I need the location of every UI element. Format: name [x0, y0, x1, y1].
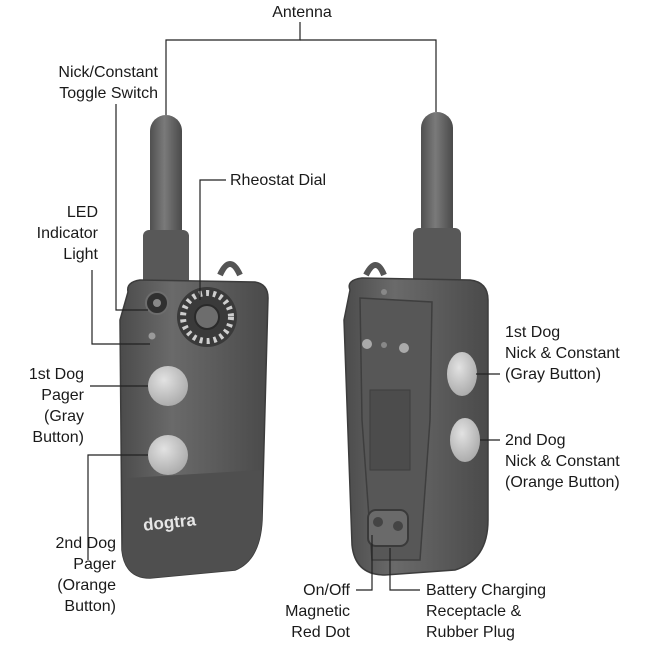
label-onoff-dot: On/Off Magnetic Red Dot	[285, 582, 350, 641]
leader-lines	[87, 22, 500, 591]
label-battery-receptacle: Battery Charging Receptacle & Rubber Plu…	[426, 582, 547, 641]
dog1-nick-button[interactable]	[447, 352, 477, 396]
dog2-nick-button[interactable]	[450, 418, 480, 462]
label-dog1-pager: 1st Dog Pager (Gray Button)	[28, 366, 84, 446]
label-led-indicator: LED Indicator Light	[36, 204, 98, 263]
dog1-pager-button[interactable]	[148, 366, 188, 406]
label-dog2-nick: 2nd Dog Nick & Constant (Orange Button)	[505, 432, 620, 491]
label-dog2-pager: 2nd Dog Pager (Orange Button)	[55, 535, 117, 615]
transmitter-front: dogtra	[119, 115, 269, 579]
led-indicator	[148, 332, 156, 340]
transmitter-back	[343, 112, 489, 576]
label-antenna: Antenna	[272, 4, 332, 21]
label-toggle-switch: Nick/Constant Toggle Switch	[58, 64, 158, 102]
dog2-pager-button[interactable]	[148, 435, 188, 475]
label-rheostat-dial: Rheostat Dial	[230, 172, 327, 189]
label-dog1-nick: 1st Dog Nick & Constant (Gray Button)	[505, 324, 620, 383]
